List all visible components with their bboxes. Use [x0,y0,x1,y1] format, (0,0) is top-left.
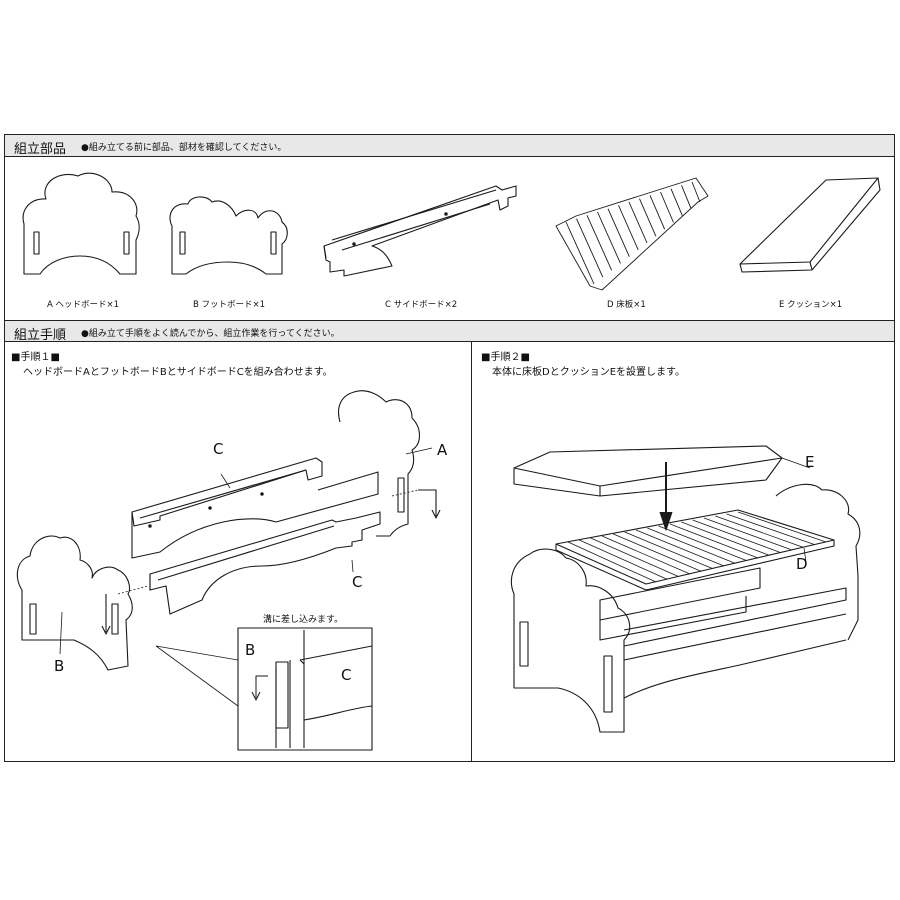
floor-slat-line [691,181,701,203]
part-c-sideboard-drawing [323,185,517,277]
step2-slat-line [613,533,702,572]
step2-slat-line [624,531,713,570]
step2-slat-line [658,525,747,562]
step2-slat-line [567,541,657,583]
floor-slat-line [597,211,621,264]
parts-section-title: 組立部品 [14,142,67,157]
parts-section-header: 組立部品 ●組み立てる前に部品、部材を確認してください。 [5,135,894,157]
step2-slat-line [726,513,815,546]
part-caption-e: E クッション×1 [779,300,843,310]
step1-label-c-top: C [213,440,224,458]
floor-slat-line [670,188,683,216]
part-caption-d: D 床板×1 [607,300,646,310]
step1-label-b: B [54,657,65,675]
floor-slat-line [628,201,648,244]
floor-slat-line [565,221,595,285]
floor-slat-line [681,185,692,210]
floor-slat-line [639,198,657,237]
step1-detail-callout [155,627,373,751]
detail-title: 溝に差し込みます。 [263,615,344,625]
part-d-floor-drawing [555,177,709,291]
floor-slat-line [586,215,613,271]
part-caption-b: B フットボード×1 [193,300,266,310]
step2-slat-line [692,519,781,554]
step2-heading: ■手順２■ [481,352,530,363]
step2-slat-line [635,529,725,567]
step2-slat-line [681,521,770,556]
procedure-section-note: ●組み立て手順をよく読んでから、組立作業を行ってください。 [81,329,340,339]
part-a-headboard-drawing [22,172,140,275]
step1-assembly-drawing [16,390,441,671]
procedure-section-title: 組立手順 [14,328,67,343]
step1-heading: ■手順１■ [11,352,60,363]
step2-slat-line [601,535,691,575]
step2-assembly-drawing [510,445,861,733]
step-divider [471,342,472,762]
step1-label-a: A [437,441,448,459]
instruction-sheet: 組立部品 ●組み立てる前に部品、部材を確認してください。 組立手順 ●組み立て手… [4,134,895,762]
floor-slat-line [607,208,630,257]
detail-label-b: B [245,641,256,659]
step2-slat-line [703,517,793,551]
floor-slat-line [649,195,666,230]
floor-slat-line [660,191,674,223]
floor-slat-line [618,205,639,251]
step2-slat-line [737,511,827,543]
step2-slat-line [715,515,804,548]
step2-label-e: E [805,453,815,471]
step2-slat-line [579,539,668,580]
step2-text: 本体に床板DとクッションEを設置します。 [492,367,686,378]
step2-slat-line [590,537,679,578]
part-caption-a: A ヘッドボード×1 [47,300,120,310]
part-caption-c: C サイドボード×2 [385,300,458,310]
step1-label-c-front: C [352,573,363,591]
part-b-footboard-drawing [169,196,288,275]
step1-text: ヘッドボードAとフットボードBとサイドボードCを組み合わせます。 [23,367,333,378]
detail-label-c: C [341,666,352,684]
floor-slat-line [576,218,604,278]
parts-section-note: ●組み立てる前に部品、部材を確認してください。 [81,143,287,153]
step2-slat-line [669,523,759,559]
step2-slat-line [647,527,736,564]
part-e-cushion-drawing [739,177,881,273]
step2-label-d: D [796,555,808,573]
